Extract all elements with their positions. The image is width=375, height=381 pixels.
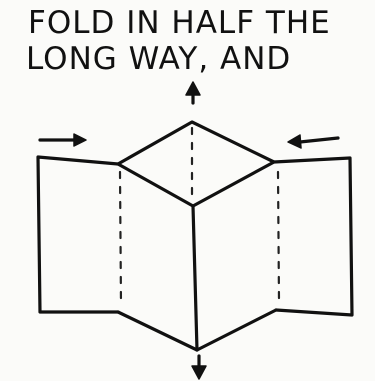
up-arrow-icon bbox=[186, 82, 200, 103]
right-dashed-fold bbox=[278, 172, 279, 302]
center-fold-line bbox=[193, 206, 197, 350]
right-arrow-icon bbox=[40, 134, 86, 146]
left-dashed-fold bbox=[120, 172, 121, 306]
top-diamond bbox=[118, 122, 274, 206]
left-arrow-icon bbox=[288, 135, 338, 148]
left-inner-bottom-edge bbox=[118, 312, 197, 350]
left-panel-edge bbox=[38, 157, 118, 312]
fold-lines bbox=[120, 128, 279, 306]
folded-paper bbox=[38, 122, 352, 350]
right-inner-bottom-edge bbox=[197, 310, 276, 350]
down-arrow-icon bbox=[192, 356, 206, 379]
right-panel-edge bbox=[274, 158, 352, 315]
